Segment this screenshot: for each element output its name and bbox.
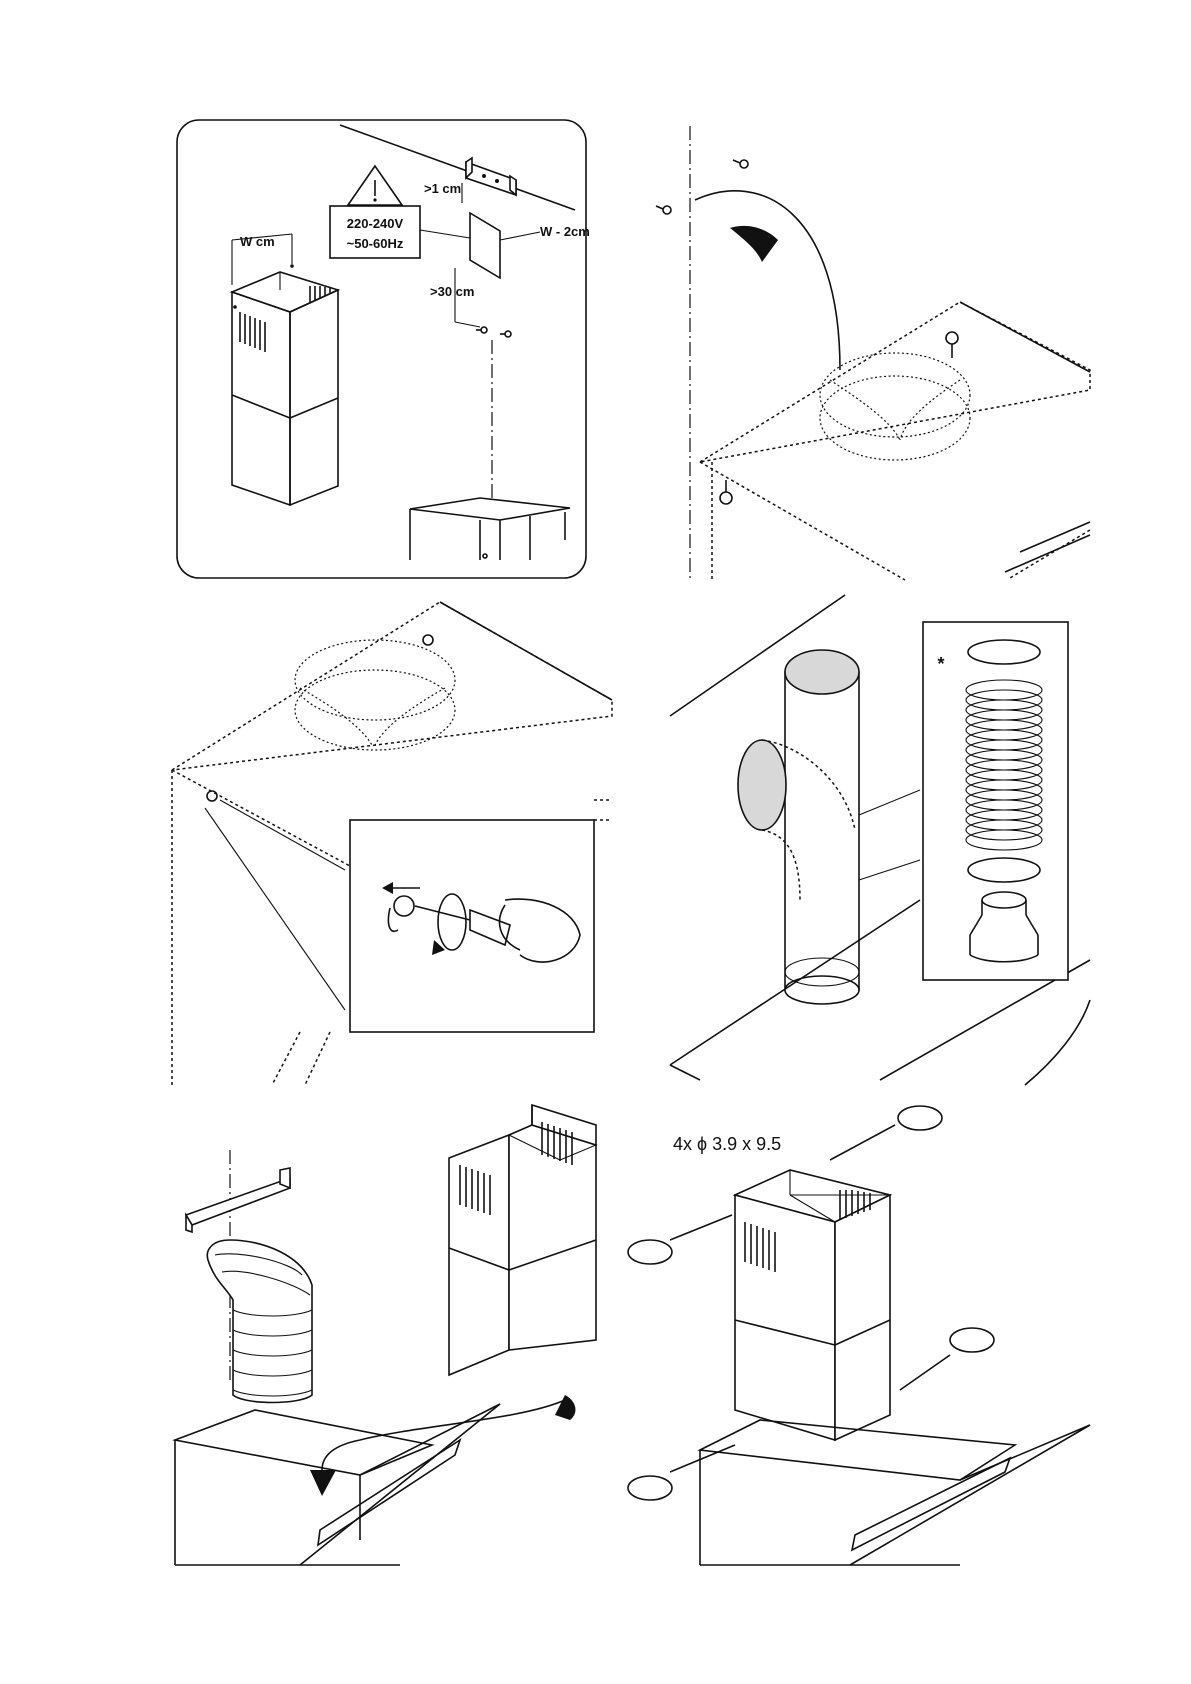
ceiling-bracket xyxy=(465,156,517,197)
reducer-adapter-icon xyxy=(969,891,1039,963)
chimney-assembled xyxy=(732,1169,893,1442)
hood-sketch xyxy=(409,497,571,560)
wall-plugs xyxy=(476,326,512,338)
electrical-zone xyxy=(469,211,501,280)
screwdriver-icon xyxy=(829,1105,943,1161)
panel-1-wall-marking: 220-240V ~50-60Hz >1 cm W - 2cm >30 cm xyxy=(176,119,590,579)
detail-inset xyxy=(349,819,595,1033)
duct-opening xyxy=(784,649,860,695)
screw-spec-label: 4x ϕ 3.9 x 9.5 xyxy=(673,1134,781,1154)
panel-3-screw-fix xyxy=(171,601,613,1086)
gap-bottom-label: >30 cm xyxy=(430,284,474,299)
rotate-arrow-icon xyxy=(730,225,778,262)
screwdriver-icon xyxy=(899,1327,995,1391)
telescopic-chimney xyxy=(448,1103,598,1377)
optional-marker-text: * xyxy=(937,654,944,674)
screwdriver-icon xyxy=(627,1214,733,1265)
screw-icon xyxy=(206,634,434,802)
screwdriver-icon xyxy=(627,1444,736,1501)
width-strip-label: W - 2cm xyxy=(540,224,590,239)
panel-4-duct-connection: * xyxy=(669,594,1091,1086)
electrical-warning: 220-240V ~50-60Hz xyxy=(329,164,471,259)
side-outlet xyxy=(737,739,787,831)
screwdriver-detail xyxy=(382,882,581,963)
warning-voltage-text: 220-240V xyxy=(347,216,404,231)
flexible-hose xyxy=(206,1239,313,1404)
gap-top-label: >1 cm xyxy=(424,181,461,196)
warning-frequency-text: ~50-60Hz xyxy=(347,236,404,251)
chimney-width-label: W cm xyxy=(240,234,275,249)
flexible-hose-icon xyxy=(965,679,1043,851)
panel-6-chimney-fixing: 4x ϕ 3.9 x 9.5 xyxy=(627,1105,1091,1566)
ceiling-bracket xyxy=(184,1167,291,1234)
panel-2-hood-hanging xyxy=(655,126,1091,581)
chimney-sketch: W cm xyxy=(229,233,341,507)
hose-clamp-icon xyxy=(967,639,1041,883)
keyhole-slot xyxy=(719,331,959,505)
wall-screw xyxy=(655,159,749,215)
duct-parts-inset xyxy=(922,621,1069,981)
panel-5-chimney-placement xyxy=(172,1103,598,1566)
